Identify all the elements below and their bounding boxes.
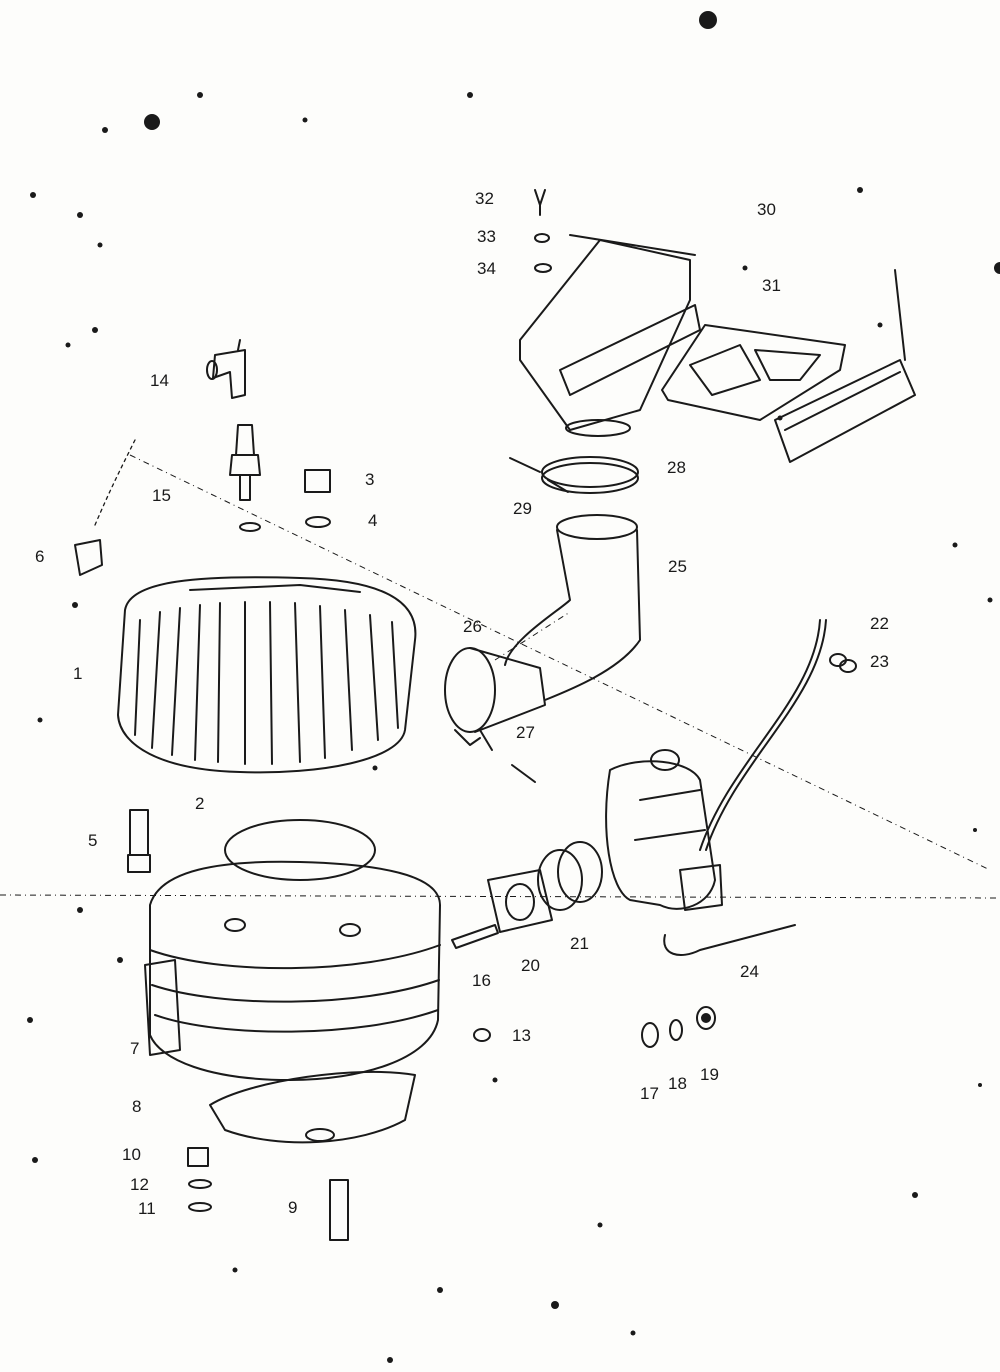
callout-9: 9 xyxy=(288,1198,298,1217)
callout-31: 31 xyxy=(762,276,781,295)
carburetor-washers xyxy=(641,1006,716,1048)
callout-23: 23 xyxy=(870,652,889,671)
hose-clip xyxy=(829,653,857,673)
callout-25: 25 xyxy=(668,557,687,576)
callout-21: 21 xyxy=(570,934,589,953)
callout-28: 28 xyxy=(667,458,686,477)
callout-1: 1 xyxy=(73,664,83,683)
callout-29: 29 xyxy=(513,499,532,518)
fuel-hose xyxy=(705,619,827,851)
carburetor xyxy=(605,749,723,911)
adaptor-screw xyxy=(511,764,536,783)
callout-34: 34 xyxy=(477,259,496,278)
air-cleaner-case xyxy=(519,234,701,437)
callout-24: 24 xyxy=(740,962,759,981)
callout-27: 27 xyxy=(516,723,535,742)
cylinder-base-gasket xyxy=(209,1070,416,1144)
hose-clamp xyxy=(541,456,639,494)
overflow-pipe xyxy=(663,924,796,956)
alignment-line xyxy=(0,894,1000,899)
base-nut-and-washers xyxy=(187,1147,212,1212)
spark-plug-cap xyxy=(206,339,246,399)
intake-pipe xyxy=(504,514,641,701)
callout-4: 4 xyxy=(368,511,378,530)
callout-10: 10 xyxy=(122,1145,141,1164)
callout-12: 12 xyxy=(130,1175,149,1194)
air-cleaner-element xyxy=(661,324,846,421)
fuel-hose xyxy=(699,619,821,851)
callout-7: 7 xyxy=(130,1039,140,1058)
base-stud xyxy=(329,1179,349,1241)
callout-5: 5 xyxy=(88,831,98,850)
callout-3: 3 xyxy=(365,470,375,489)
callout-6: 6 xyxy=(35,547,45,566)
callout-2: 2 xyxy=(195,794,205,813)
callout-18: 18 xyxy=(668,1074,687,1093)
cylinder-head-nut xyxy=(304,469,331,528)
callout-8: 8 xyxy=(132,1097,142,1116)
alignment-line xyxy=(129,454,991,871)
callout-32: 32 xyxy=(475,189,494,208)
clamp-screw xyxy=(509,457,541,473)
callout-14: 14 xyxy=(150,371,169,390)
callout-17: 17 xyxy=(640,1084,659,1103)
intake-gasket xyxy=(487,869,553,933)
intake-adaptor xyxy=(444,647,546,751)
callout-15: 15 xyxy=(152,486,171,505)
decompressor-cap xyxy=(74,539,103,576)
callout-11: 11 xyxy=(138,1199,156,1218)
callout-26: 26 xyxy=(463,617,482,636)
scan-speckle xyxy=(27,11,1000,1363)
case-screw-and-washers xyxy=(534,189,552,273)
callout-19: 19 xyxy=(700,1065,719,1084)
stud-bolt xyxy=(127,809,151,873)
cylinder-head xyxy=(117,576,417,774)
alignment-line xyxy=(494,611,571,661)
carburetor-insulator xyxy=(537,841,603,911)
callout-22: 22 xyxy=(870,614,889,633)
spark-plug xyxy=(229,424,261,532)
cylinder xyxy=(144,819,441,1081)
dowel-pin xyxy=(451,924,499,949)
callout-20: 20 xyxy=(521,956,540,975)
callout-16: 16 xyxy=(472,971,491,990)
callout-30: 30 xyxy=(757,200,776,219)
callout-33: 33 xyxy=(477,227,496,246)
lead-line xyxy=(94,439,136,526)
air-cleaner-cover xyxy=(774,269,916,463)
callout-13: 13 xyxy=(512,1026,531,1045)
o-ring xyxy=(473,1028,491,1042)
